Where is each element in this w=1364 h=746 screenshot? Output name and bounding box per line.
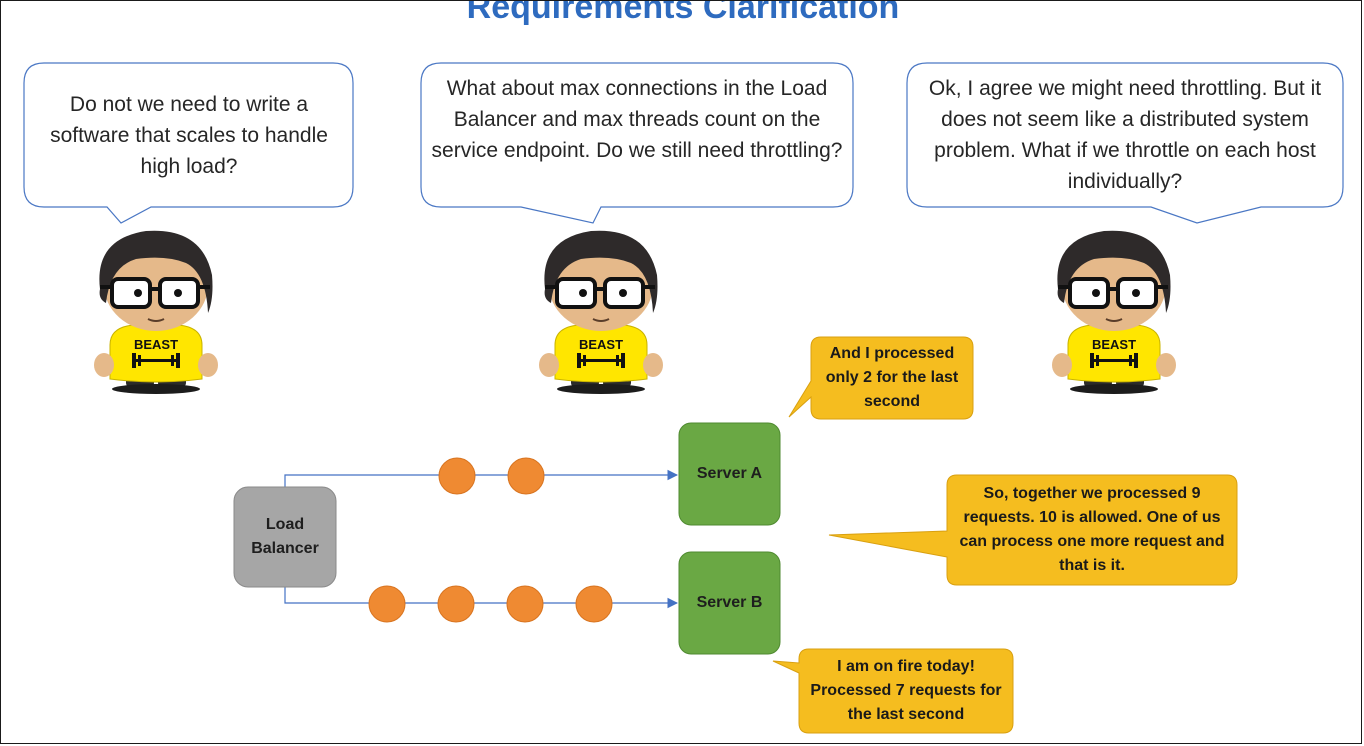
request-dots-server-b [368, 585, 613, 623]
callout-server-b [772, 648, 1014, 734]
request-dot [368, 585, 406, 623]
callout-server-a [788, 336, 974, 420]
server-b-node [678, 551, 781, 655]
callout-server-b-text: I am on fire today! Processed 7 requests… [810, 658, 1002, 723]
speech-bubble-2-text: What about max connections in the Load B… [431, 77, 843, 162]
speech-bubble-3 [906, 62, 1344, 224]
load-balancer-label: Load Balancer [251, 516, 319, 557]
request-dot [437, 585, 475, 623]
speech-bubble-1 [23, 62, 354, 224]
request-dots-server-a [438, 457, 545, 495]
server-a-label: Server A [696, 465, 763, 482]
callout-server-a-text: And I processed only 2 for the last seco… [825, 345, 959, 410]
character-2 [537, 228, 665, 396]
request-dot [506, 585, 544, 623]
connector-to-server-b [284, 587, 679, 609]
speech-bubble-3-text: Ok, I agree we might need throttling. Bu… [928, 77, 1322, 193]
callout-combined [828, 474, 1238, 586]
callout-combined-text: So, together we processed 9 requests. 10… [959, 485, 1225, 574]
speech-bubble-2 [420, 62, 854, 224]
page-title: Requirements Clarification [466, 0, 900, 26]
request-dot [507, 457, 545, 495]
server-a-node [678, 422, 781, 526]
server-b-label: Server B [696, 594, 763, 611]
load-balancer-node [233, 486, 337, 588]
request-dot [575, 585, 613, 623]
speech-bubble-1-text: Do not we need to write a software that … [50, 93, 328, 178]
character-1 [92, 228, 220, 396]
character-3 [1050, 228, 1178, 396]
request-dot [438, 457, 476, 495]
connector-to-server-a [284, 469, 679, 487]
